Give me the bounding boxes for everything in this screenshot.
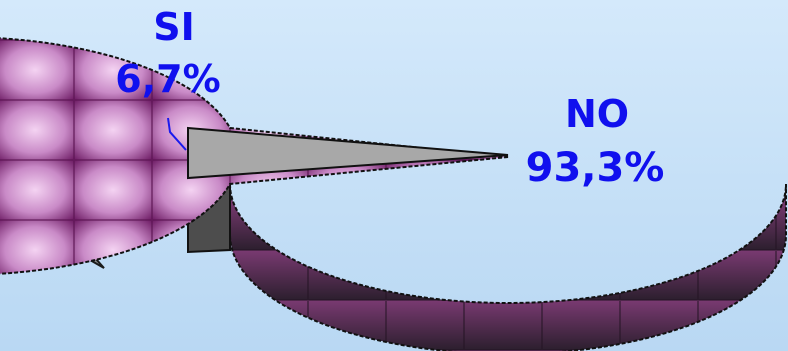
label-no-value: 93,3% xyxy=(526,145,665,191)
label-no-category: NO xyxy=(565,92,629,136)
label-si-category: SI xyxy=(153,5,195,49)
pie-slice-si xyxy=(187,126,509,180)
pie-side-no xyxy=(229,183,787,351)
label-si-value: 6,7% xyxy=(115,57,220,101)
leader-line-si xyxy=(167,117,187,151)
